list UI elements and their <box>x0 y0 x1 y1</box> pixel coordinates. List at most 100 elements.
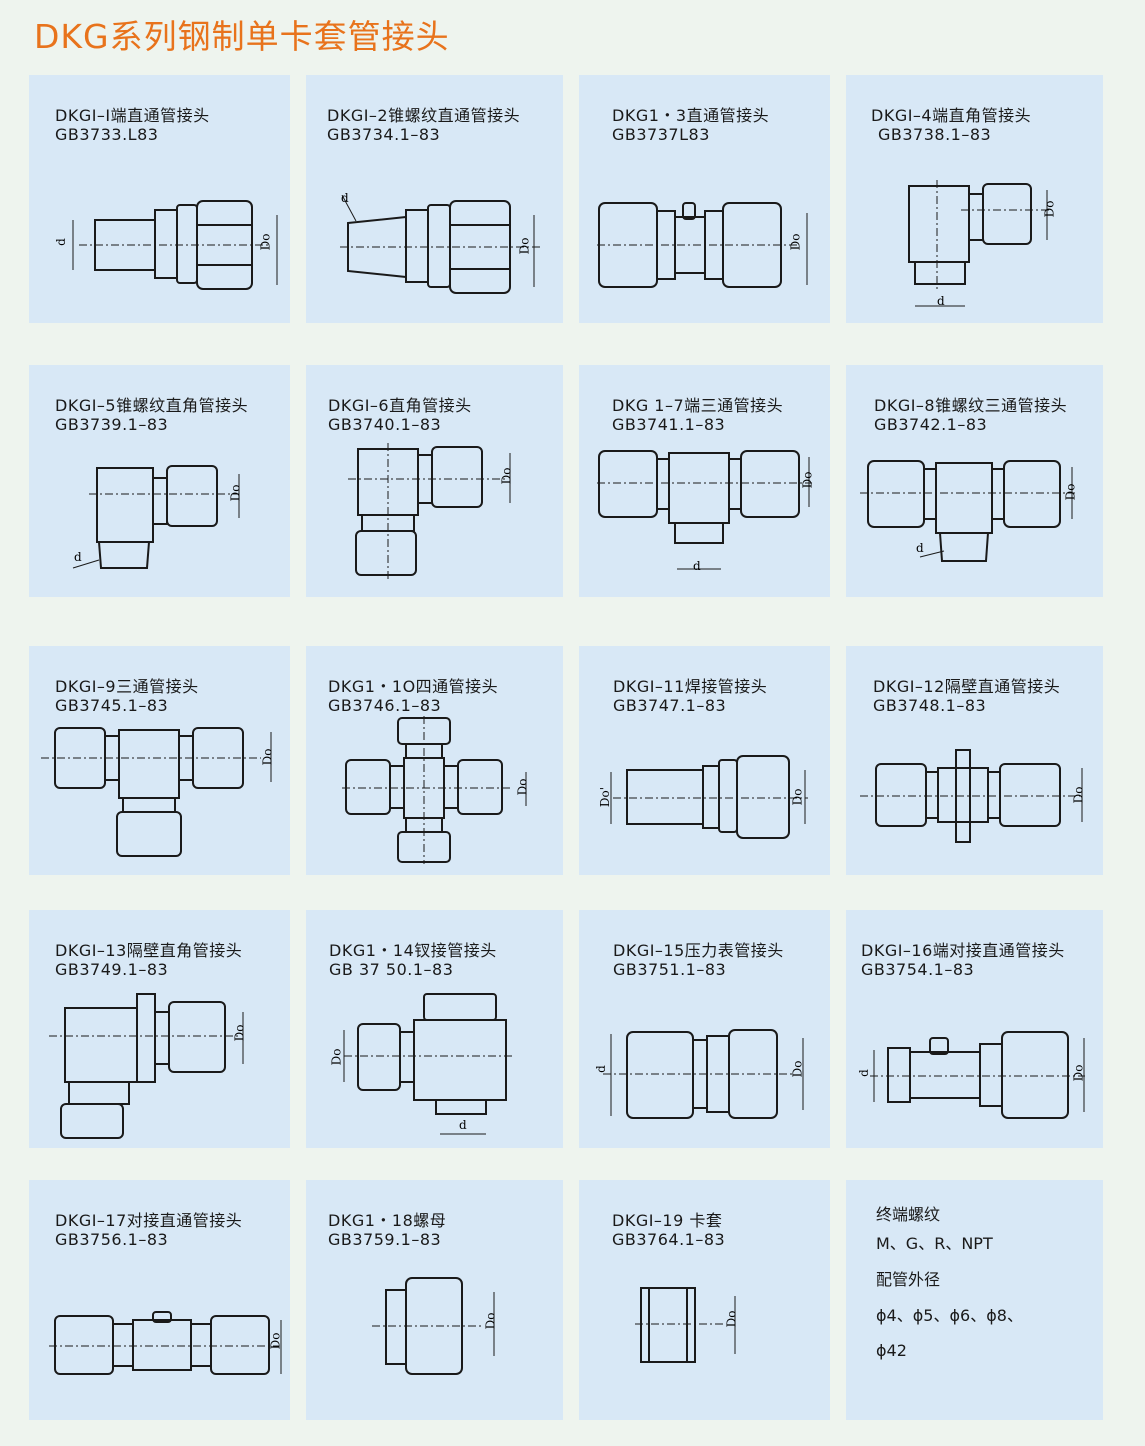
fitting-card-9: DKGI–9三通管接头 GB3745.1–83 Do <box>29 646 290 875</box>
dimension-label: Do <box>228 484 243 502</box>
fitting-name: DKGI–4端直角管接头 <box>871 106 1032 125</box>
thread-types: M、G、R、NPT <box>876 1234 993 1253</box>
thread-heading: 终端螺纹 <box>876 1205 941 1224</box>
dimension-label: d <box>459 1118 467 1132</box>
dimension-label: Do <box>788 233 803 251</box>
dimension-label: d <box>593 1065 608 1073</box>
fitting-drawing: Do <box>41 724 281 864</box>
fitting-standard: GB3737L83 <box>612 125 710 144</box>
fitting-name: DKG1・14钗接管接头 <box>329 941 497 960</box>
dimension-label: Do <box>329 1048 344 1066</box>
fitting-card-3: DKG1・3直通管接头 GB3737L83 Do <box>579 75 830 323</box>
fitting-drawing: Do <box>372 1274 512 1379</box>
fitting-standard: GB3733.L83 <box>55 125 159 144</box>
fitting-card-2: DKGI–2锥螺纹直通管接头 GB3734.1–83 d Do <box>306 75 563 323</box>
dimension-label: Do <box>483 1312 498 1330</box>
dimension-label: d <box>341 191 349 205</box>
fitting-drawing: d Do <box>597 445 822 585</box>
dimension-label: d <box>53 238 68 246</box>
fitting-card-18: DKG1・18螺母 GB3759.1–83 Do <box>306 1180 563 1420</box>
dimension-label: Do <box>790 788 805 806</box>
dimension-label: Do <box>268 1332 283 1350</box>
fitting-standard: GB3748.1–83 <box>873 696 987 715</box>
fitting-card-17: DKGI–17对接直通管接头 GB3756.1–83 Do <box>29 1180 290 1420</box>
dimension-label: Do <box>258 233 273 251</box>
dimension-label: d <box>937 294 945 308</box>
fitting-drawing: d Do <box>69 460 269 585</box>
fitting-standard: GB3738.1–83 <box>878 125 992 144</box>
fitting-drawing: Do <box>635 1280 755 1375</box>
fitting-standard: GB3734.1–83 <box>327 125 441 144</box>
fitting-name: DKGI–19 卡套 <box>612 1211 723 1230</box>
fitting-name: DKGI–2锥螺纹直通管接头 <box>327 106 521 125</box>
fitting-card-10: DKG1・1O四通管接头 GB3746.1–83 Do <box>306 646 563 875</box>
fitting-drawing: d Do <box>860 453 1095 578</box>
fitting-drawing: Do <box>49 990 274 1140</box>
fitting-standard: GB3740.1–83 <box>328 415 442 434</box>
fitting-card-6: DKGI–6直角管接头 GB3740.1–83 Do <box>306 365 563 597</box>
fitting-card-14: DKG1・14钗接管接头 GB 37 50.1–83 Do d <box>306 910 563 1148</box>
dimension-label: Do <box>1071 1064 1086 1082</box>
fitting-standard: GB3754.1–83 <box>861 960 975 979</box>
dimension-label: Do <box>790 1060 805 1078</box>
fitting-card-11: DKGI–11焊接管接头 GB3747.1–83 Do' Do <box>579 646 830 875</box>
dimension-label: Do <box>517 237 532 255</box>
fitting-name: DKGI–13隔壁直角管接头 <box>55 941 243 960</box>
fitting-standard: GB3764.1–83 <box>612 1230 726 1249</box>
fitting-drawing: Do <box>342 716 542 864</box>
dimension-label: Do <box>800 471 815 489</box>
fitting-drawing: d Do <box>336 191 551 300</box>
fitting-drawing: Do' Do <box>593 754 818 844</box>
fitting-name: DKGI–9三通管接头 <box>55 677 199 696</box>
fitting-standard: GB3741.1–83 <box>612 415 726 434</box>
specs-card: 终端螺纹 M、G、R、NPT 配管外径 ϕ4、ϕ5、ϕ6、ϕ8、 ϕ42 <box>846 1180 1103 1420</box>
dimension-label: Do <box>232 1024 247 1042</box>
fitting-drawing: d Do <box>901 180 1101 315</box>
fitting-name: DKGI–15压力表管接头 <box>613 941 784 960</box>
fitting-name: DKGI–17对接直通管接头 <box>55 1211 243 1230</box>
dimension-label: Do' <box>598 786 613 808</box>
fitting-card-13: DKGI–13隔壁直角管接头 GB3749.1–83 Do <box>29 910 290 1148</box>
dimension-label: Do <box>1071 786 1086 804</box>
dimension-label: d <box>916 541 924 555</box>
fitting-name: DKGI–11焊接管接头 <box>613 677 768 696</box>
fitting-card-19: DKGI–19 卡套 GB3764.1–83 Do <box>579 1180 830 1420</box>
fitting-standard: GB3739.1–83 <box>55 415 169 434</box>
fitting-drawing: d Do <box>593 1022 818 1132</box>
pipe-sizes: ϕ42 <box>876 1341 907 1360</box>
fitting-name: DKG1・1O四通管接头 <box>328 677 499 696</box>
fitting-drawing: Do <box>597 197 817 292</box>
fitting-card-16: DKGI–16端对接直通管接头 GB3754.1–83 d Do <box>846 910 1103 1148</box>
dimension-label: Do <box>1063 483 1078 501</box>
fitting-name: DKGI–5锥螺纹直角管接头 <box>55 396 249 415</box>
pipe-heading: 配管外径 <box>876 1270 941 1289</box>
fitting-name: DKGI–6直角管接头 <box>328 396 472 415</box>
dimension-label: d <box>856 1069 871 1077</box>
fitting-name: DKG1・18螺母 <box>328 1211 447 1230</box>
fitting-drawing: Do <box>860 748 1095 848</box>
page-title: DKG系列钢制单卡套管接头 <box>34 17 450 56</box>
fitting-name: DKG1・3直通管接头 <box>612 106 770 125</box>
dimension-label: Do <box>1042 200 1057 218</box>
fitting-card-12: DKGI–12隔壁直通管接头 GB3748.1–83 Do <box>846 646 1103 875</box>
pipe-sizes: ϕ4、ϕ5、ϕ6、ϕ8、 <box>876 1306 1023 1325</box>
fitting-standard: GB3746.1–83 <box>328 696 442 715</box>
fitting-card-15: DKGI–15压力表管接头 GB3751.1–83 d Do <box>579 910 830 1148</box>
fitting-drawing: d Do <box>54 195 279 295</box>
fitting-name: DKGI–16端对接直通管接头 <box>861 941 1065 960</box>
fitting-standard: GB3756.1–83 <box>55 1230 169 1249</box>
fitting-card-8: DKGI–8锥螺纹三通管接头 GB3742.1–83 d Do <box>846 365 1103 597</box>
fitting-name: DKG 1–7端三通管接头 <box>612 396 784 415</box>
fitting-standard: GB3749.1–83 <box>55 960 169 979</box>
fitting-name: DKGI–I端直通管接头 <box>55 106 210 125</box>
fitting-drawing: Do <box>348 443 548 583</box>
fitting-standard: GB3742.1–83 <box>874 415 988 434</box>
dimension-label: Do <box>724 1310 739 1328</box>
fitting-name: DKGI–8锥螺纹三通管接头 <box>874 396 1068 415</box>
fitting-standard: GB3751.1–83 <box>613 960 727 979</box>
dimension-label: Do <box>260 748 275 766</box>
fitting-standard: GB3747.1–83 <box>613 696 727 715</box>
fitting-standard: GB3745.1–83 <box>55 696 169 715</box>
dimension-label: Do <box>499 467 514 485</box>
fitting-card-7: DKG 1–7端三通管接头 GB3741.1–83 d Do <box>579 365 830 597</box>
